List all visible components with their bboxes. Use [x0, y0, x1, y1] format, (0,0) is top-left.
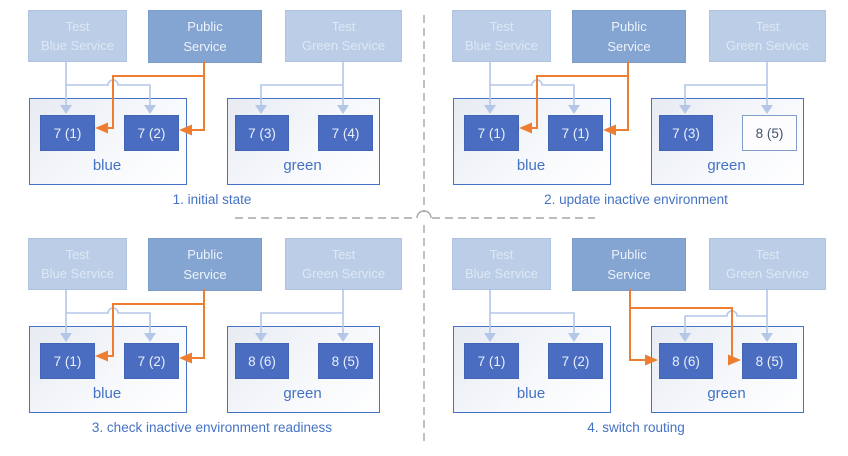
- service-label-line: Public: [187, 247, 223, 262]
- public-service-box: Public Service: [148, 10, 262, 63]
- public-service-box: Public Service: [572, 238, 686, 291]
- public-to-blue-line: [192, 61, 205, 131]
- public-service-box: Public Service: [148, 238, 262, 291]
- pod: 8 (6): [659, 343, 713, 379]
- test-green-service-box: Test Green Service: [285, 238, 402, 290]
- panel-caption: 2. update inactive environment: [544, 192, 728, 207]
- service-label-line: Test: [331, 246, 356, 262]
- panel-caption: 4. switch routing: [587, 420, 685, 435]
- service-label-line: Test: [65, 246, 90, 262]
- pod: 7 (2): [124, 343, 179, 379]
- test-green-service-box: Test Green Service: [285, 10, 402, 62]
- panel-check-inactive-environment-readiness: Test Blue Service Public Service Test Gr…: [0, 228, 424, 456]
- panel-initial-state: Test Blue Service Public Service Test Gr…: [0, 0, 424, 228]
- service-label-line: Green Service: [725, 38, 810, 53]
- service-label-line: Blue Service: [465, 266, 538, 281]
- service-label-line: Test: [755, 18, 780, 34]
- service-label-line: Blue Service: [41, 38, 114, 53]
- public-to-green-line: [629, 289, 645, 361]
- pod: 7 (1): [548, 115, 603, 151]
- public-to-blue-line: [616, 61, 629, 131]
- service-label-line: Green Service: [301, 38, 386, 53]
- env-label-green: green: [283, 157, 322, 174]
- pod: 7 (3): [235, 115, 289, 151]
- env-label-blue: blue: [92, 385, 122, 402]
- service-label-line: Service: [607, 38, 651, 54]
- service-label-line: Test: [331, 18, 356, 34]
- service-label-line: Public: [611, 19, 647, 34]
- pod: 7 (4): [318, 115, 373, 151]
- public-to-blue-line: [192, 289, 205, 359]
- service-label-line: Green Service: [301, 266, 386, 281]
- service-label-line: Blue Service: [41, 266, 114, 281]
- panel-caption: 3. check inactive environment readiness: [91, 420, 333, 435]
- public-service-box: Public Service: [572, 10, 686, 63]
- service-label-line: Service: [183, 38, 227, 54]
- pod: 8 (5): [742, 343, 797, 379]
- env-label-green: green: [283, 385, 322, 402]
- pod: 7 (1): [464, 115, 519, 151]
- pod: 8 (6): [235, 343, 289, 379]
- pod: 7 (1): [464, 343, 519, 379]
- test-blue-service-box: Test Blue Service: [452, 238, 551, 290]
- service-label-line: Test: [755, 246, 780, 262]
- pod: 7 (2): [124, 115, 179, 151]
- test-green-service-box: Test Green Service: [709, 10, 826, 62]
- service-label-line: Test: [65, 18, 90, 34]
- test-blue-service-box: Test Blue Service: [28, 10, 127, 62]
- service-label-line: Service: [183, 266, 227, 282]
- service-label-line: Test: [489, 18, 514, 34]
- pod: 7 (1): [40, 115, 95, 151]
- pod: 8 (5): [318, 343, 373, 379]
- env-label-green: green: [707, 385, 746, 402]
- env-label-blue: blue: [92, 157, 122, 174]
- service-label-line: Public: [187, 19, 223, 34]
- service-label-line: Public: [611, 247, 647, 262]
- service-label-line: Green Service: [725, 266, 810, 281]
- service-label-line: Test: [489, 246, 514, 262]
- test-blue-service-box: Test Blue Service: [452, 10, 551, 62]
- panel-caption: 1. initial state: [172, 192, 252, 207]
- pod: 7 (3): [659, 115, 713, 151]
- test-blue-service-box: Test Blue Service: [28, 238, 127, 290]
- service-label-line: Service: [607, 266, 651, 282]
- env-label-blue: blue: [516, 157, 546, 174]
- env-label-blue: blue: [516, 385, 546, 402]
- panel-switch-routing: Test Blue Service Public Service Test Gr…: [424, 228, 848, 456]
- pod: 7 (2): [548, 343, 603, 379]
- pod: 7 (1): [40, 343, 95, 379]
- panel-update-inactive-environment: Test Blue Service Public Service Test Gr…: [424, 0, 848, 228]
- test-green-service-box: Test Green Service: [709, 238, 826, 290]
- service-label-line: Blue Service: [465, 38, 538, 53]
- pod: 8 (5): [742, 115, 797, 151]
- env-label-green: green: [707, 157, 746, 174]
